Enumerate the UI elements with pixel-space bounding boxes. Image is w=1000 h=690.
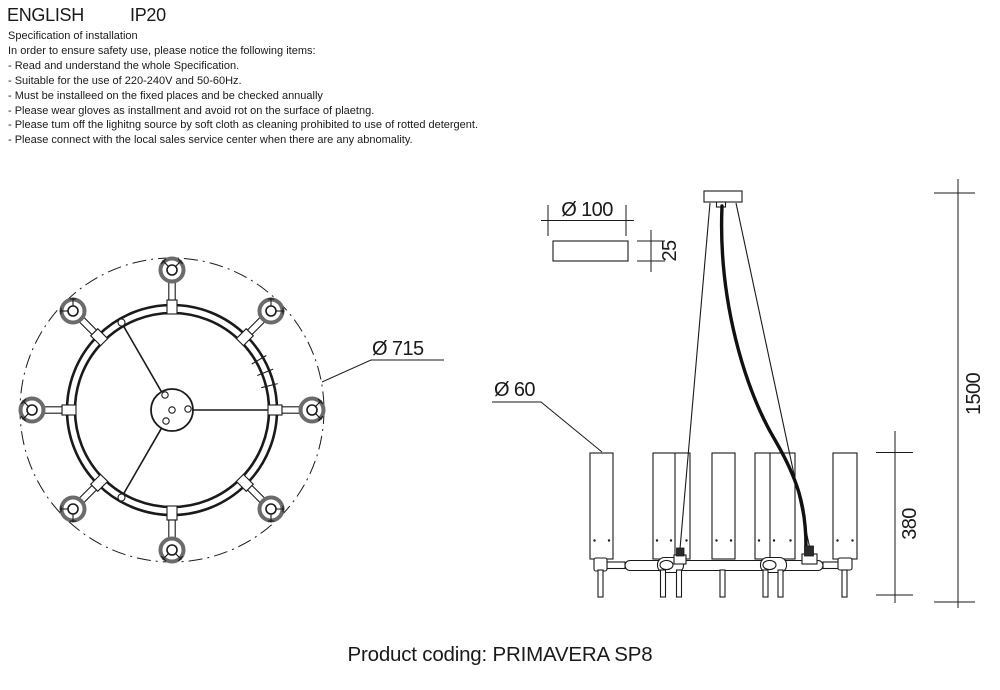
lamp-shade — [832, 452, 858, 560]
canopy-diameter-label: Ø 100 — [561, 199, 613, 221]
spec-item: - Please tum off the lighitng source by … — [8, 119, 479, 132]
body-height-dimension — [876, 431, 913, 603]
spoke-joint — [117, 493, 126, 502]
spec-title: Specification of installation — [8, 30, 138, 42]
fixture-diameter-label: Ø 715 — [372, 338, 424, 360]
ceiling-canopy — [703, 190, 743, 203]
central-hub — [150, 388, 194, 432]
lamp-heads — [18, 256, 326, 564]
shade-screw-dots — [593, 539, 854, 542]
ip-rating-label: IP20 — [130, 5, 166, 25]
canopy-diameter-dimension — [541, 205, 634, 236]
installation-spec: Specification of installation In order t… — [8, 29, 478, 148]
lamp-head — [18, 396, 77, 424]
overall-height-dimension — [934, 179, 975, 608]
lamp-head — [267, 396, 326, 424]
canopy-height-label: 25 — [659, 240, 681, 262]
shade-diameter-leader — [492, 401, 603, 453]
shade-diameter-label: Ø 60 — [494, 379, 535, 401]
lamp-shade — [711, 452, 736, 560]
suspension-cable — [679, 202, 711, 550]
product-coding: Product coding: PRIMAVERA SP8 — [347, 643, 653, 666]
ring-joint-ticks — [251, 355, 278, 389]
overall-height-label: 1500 — [963, 372, 985, 415]
stems — [597, 569, 848, 598]
lamp-head — [59, 473, 109, 523]
spec-item: - Read and understand the whole Specific… — [8, 59, 240, 72]
spoke-joint — [117, 318, 126, 327]
cable-connectors — [673, 545, 818, 565]
spec-item: - Please connect with the local sales se… — [8, 134, 413, 147]
spec-item: - Must be installeed on the fixed places… — [8, 89, 323, 102]
language-label: ENGLISH — [7, 5, 84, 25]
power-cord — [719, 204, 808, 549]
side-view-drawing: Ø 100 25 Ø 60 1500 — [492, 179, 985, 608]
fixture-diameter-leader — [321, 359, 444, 383]
lamp-shades — [589, 452, 858, 560]
spec-item: - Suitable for the use of 220-240V and 5… — [8, 74, 242, 87]
lamp-shade — [652, 452, 691, 560]
lamp-head — [59, 297, 109, 347]
lamp-head — [158, 505, 186, 564]
canopy-front-view — [552, 240, 629, 262]
lamp-shade — [589, 452, 614, 560]
hub-spokes — [122, 325, 269, 495]
lamp-head — [158, 256, 186, 315]
lamp-head — [235, 297, 285, 347]
spec-item: - Please wear gloves as installment and … — [8, 104, 375, 117]
body-height-label: 380 — [899, 508, 921, 540]
spec-intro: In order to ensure safety use, please no… — [8, 44, 316, 57]
lamp-head — [235, 473, 285, 523]
canopy-height-dimension — [637, 230, 665, 272]
top-view-drawing: Ø 715 — [18, 256, 444, 564]
